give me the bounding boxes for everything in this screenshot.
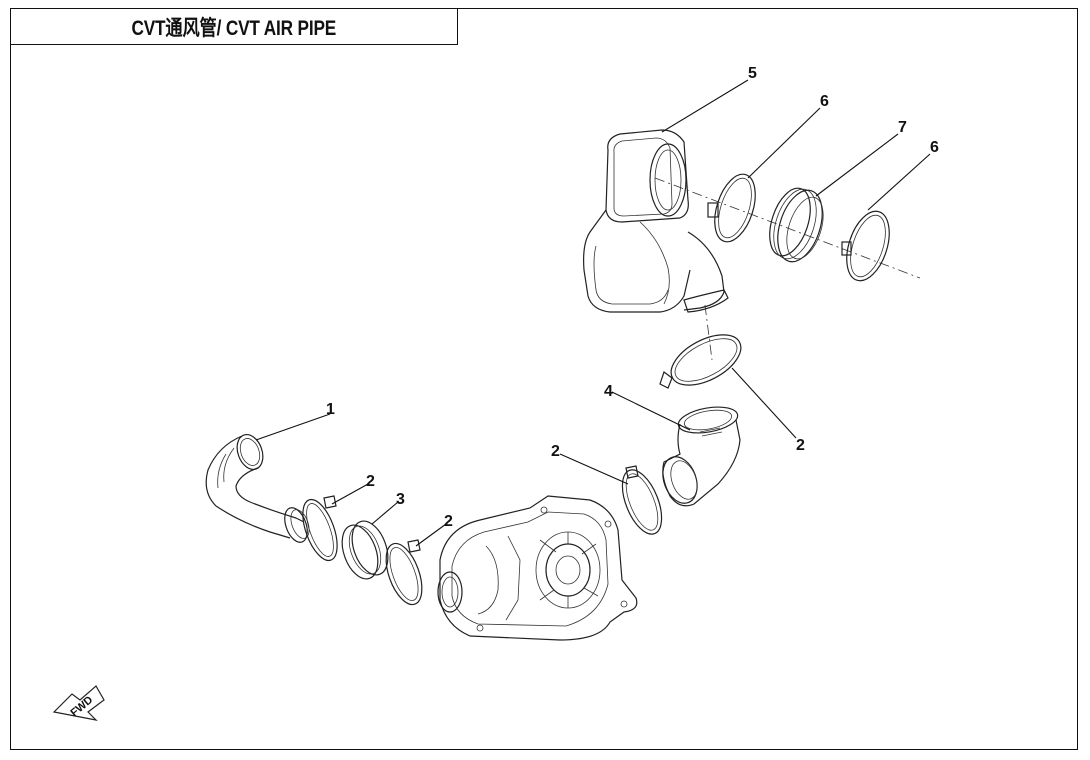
callout-1: 1 (326, 401, 335, 418)
part-3-sleeve (341, 520, 389, 580)
part-4-elbow (662, 406, 741, 507)
leader-6a (747, 107, 821, 179)
diagram-title: CVT通风管/ CVT AIR PIPE (131, 16, 337, 40)
leader-6b (867, 153, 931, 211)
leader-5 (661, 79, 749, 133)
part-5-air-box (583, 129, 729, 313)
part-6-clamp-b (841, 210, 890, 282)
drawing-frame (10, 8, 1078, 750)
callout-2b: 2 (444, 513, 453, 530)
part-1-hose (205, 433, 310, 543)
callout-6b: 6 (930, 139, 939, 156)
axis-line-mid (704, 304, 713, 361)
leader-3 (371, 501, 399, 525)
fwd-arrow-icon: FWD (52, 685, 105, 721)
callout-6a: 6 (820, 93, 829, 110)
leader-2b (415, 523, 447, 547)
part-2-clamp-lower-b (385, 539, 423, 606)
callout-2d: 2 (796, 437, 805, 454)
callout-7: 7 (898, 119, 907, 136)
leader-4 (611, 391, 691, 431)
leader-2a (331, 483, 369, 505)
part-7-sleeve (769, 187, 824, 263)
axis-line-top (654, 177, 921, 279)
callout-4: 4 (604, 383, 613, 400)
callout-2c: 2 (551, 443, 560, 460)
leader-1 (255, 413, 331, 441)
part-2-clamp-lower-a (302, 495, 338, 562)
callout-2a: 2 (366, 473, 375, 490)
callout-3: 3 (396, 491, 405, 508)
cvt-housing (437, 495, 638, 641)
part-6-clamp-a (707, 173, 756, 243)
leader-2d (731, 367, 797, 439)
part-2-clamp-upper (659, 334, 742, 389)
title-box: CVT通风管/ CVT AIR PIPE (10, 8, 458, 45)
part-2-clamp-middle (621, 465, 663, 535)
leader-2c (559, 453, 629, 485)
callout-5: 5 (748, 65, 757, 82)
leader-7 (815, 133, 899, 197)
